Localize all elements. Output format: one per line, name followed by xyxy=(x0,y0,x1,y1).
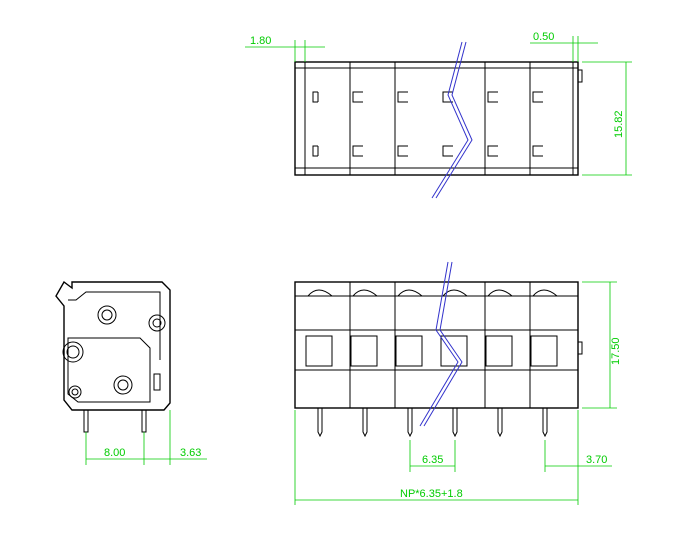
front-view-dimensions xyxy=(294,281,617,505)
dim-top-right: 0.50 xyxy=(533,31,554,43)
top-view-notches xyxy=(312,91,543,157)
dim-top-height: 15.82 xyxy=(613,110,625,138)
front-view-poles xyxy=(305,282,558,408)
dim-side-offset: 3.63 xyxy=(180,447,201,459)
dim-total-length: NP*6.35+1.8 xyxy=(400,488,463,500)
top-view: 1.80 0.50 15.82 xyxy=(245,31,632,199)
dim-front-edge: 3.70 xyxy=(586,454,607,466)
screw-hole-icon xyxy=(148,314,166,332)
screw-hole-icon xyxy=(113,375,133,395)
screw-hole-icon xyxy=(97,305,117,325)
screw-hole-icon xyxy=(62,341,84,363)
dim-front-height: 17.50 xyxy=(610,337,622,365)
front-view: 17.50 6.35 3.70 NP*6.35+1.8 xyxy=(294,261,622,505)
dim-top-left: 1.80 xyxy=(250,35,271,47)
side-pin xyxy=(141,409,147,433)
side-pin xyxy=(83,409,89,433)
front-view-pins xyxy=(317,408,548,438)
top-view-dimensions xyxy=(245,36,632,176)
screw-hole-icon xyxy=(68,385,82,399)
top-view-dividers xyxy=(304,62,574,175)
side-view: 8.00 3.63 xyxy=(55,280,207,465)
side-view-dimensions xyxy=(85,410,207,465)
dim-side-pitch: 8.00 xyxy=(104,447,125,459)
front-break-line xyxy=(419,261,459,427)
dim-front-pitch: 6.35 xyxy=(422,454,443,466)
top-break-line xyxy=(431,41,469,199)
